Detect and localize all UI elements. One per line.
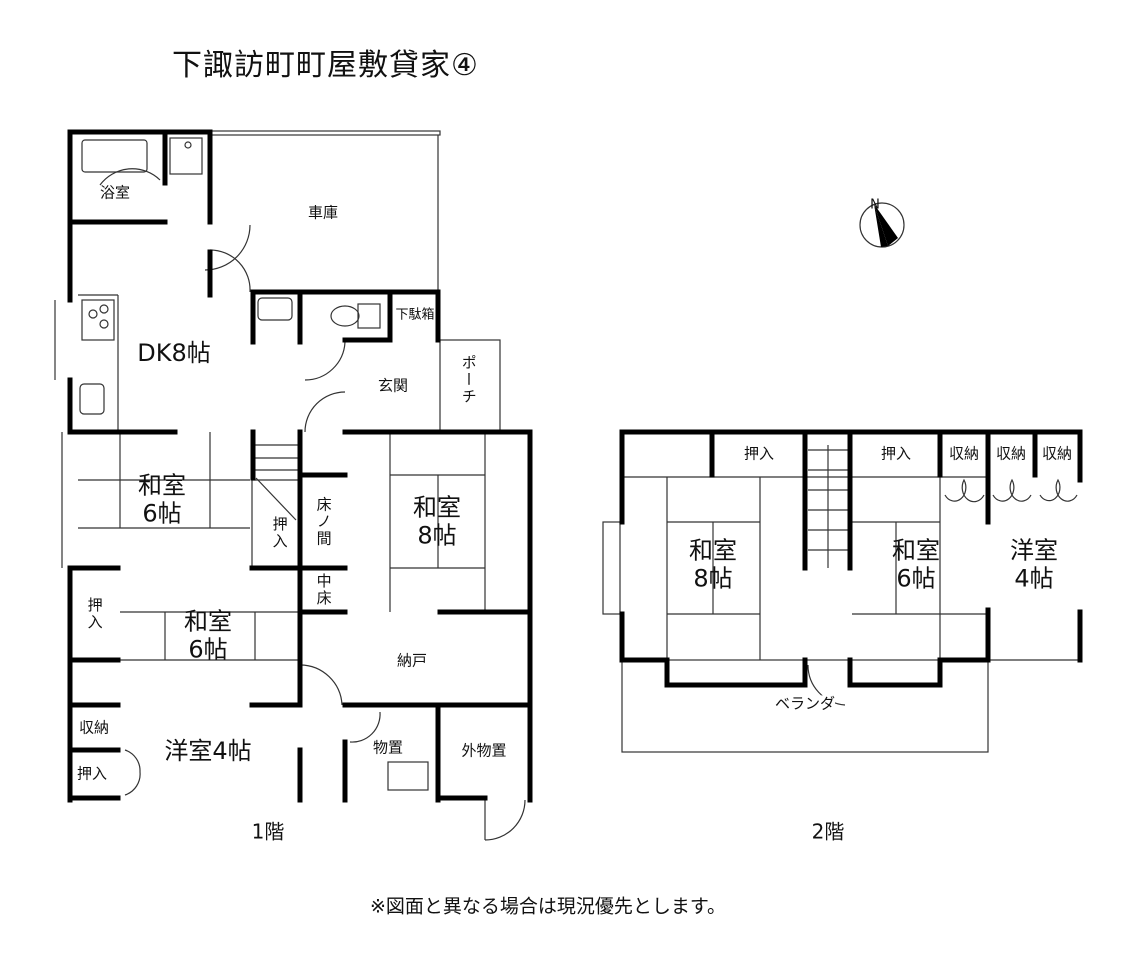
room-dk: DK8帖 xyxy=(137,339,211,368)
closet-2f-2: 押入 xyxy=(880,444,912,463)
closet-left: 押入 xyxy=(85,597,104,631)
room-porch: ポーチ xyxy=(459,354,478,406)
floor1-thin-lines xyxy=(54,130,526,841)
room-outdoor-storage: 外物置 xyxy=(461,741,507,760)
floor2-label: 2階 xyxy=(811,819,845,844)
room-washitsu-8: 和室 8帖 xyxy=(413,493,461,549)
closet-bottom: 押入 xyxy=(76,764,108,783)
floor2-thin-lines xyxy=(602,445,1080,753)
veranda: ベランダ xyxy=(774,694,836,713)
floor2-walls xyxy=(619,429,1083,688)
shoe-cabinet: 下駄箱 xyxy=(395,307,435,323)
compass-north-label: N xyxy=(870,197,880,213)
floor1-label: 1階 xyxy=(251,819,285,844)
storage-2f-3: 収納 xyxy=(1041,444,1073,463)
page-title: 下諏訪町町屋敷貸家④ xyxy=(172,48,479,83)
closet-stairs: 押入 xyxy=(270,516,289,550)
storage-shuno: 収納 xyxy=(78,718,110,737)
stairs-1f xyxy=(255,444,298,471)
room-yoshitsu-4: 洋室4帖 xyxy=(164,737,252,766)
nakadoko: 中床 xyxy=(314,573,333,607)
room-2f-washitsu-6: 和室 6帖 xyxy=(892,536,940,592)
disclaimer-note: ※図面と異なる場合は現況優先とします。 xyxy=(369,895,727,918)
tokonoma: 床ノ間 xyxy=(314,496,333,548)
room-washitsu-6-b: 和室 6帖 xyxy=(184,607,232,663)
floor1-walls xyxy=(67,129,533,803)
storage-2f-1: 収納 xyxy=(948,444,980,463)
room-garage: 車庫 xyxy=(307,203,339,222)
room-entrance: 玄関 xyxy=(377,376,409,395)
room-2f-yoshitsu-4: 洋室 4帖 xyxy=(1010,536,1058,592)
stairs-2f xyxy=(808,445,850,568)
north-compass xyxy=(859,202,905,248)
closet-2f-1: 押入 xyxy=(743,444,775,463)
storage-2f-2: 収納 xyxy=(995,444,1027,463)
room-monooki: 物置 xyxy=(372,738,404,757)
room-storage-nando: 納戸 xyxy=(396,651,428,670)
room-bath: 浴室 xyxy=(99,183,131,202)
room-washitsu-6-a: 和室 6帖 xyxy=(138,471,186,527)
room-2f-washitsu-8: 和室 8帖 xyxy=(689,536,737,592)
